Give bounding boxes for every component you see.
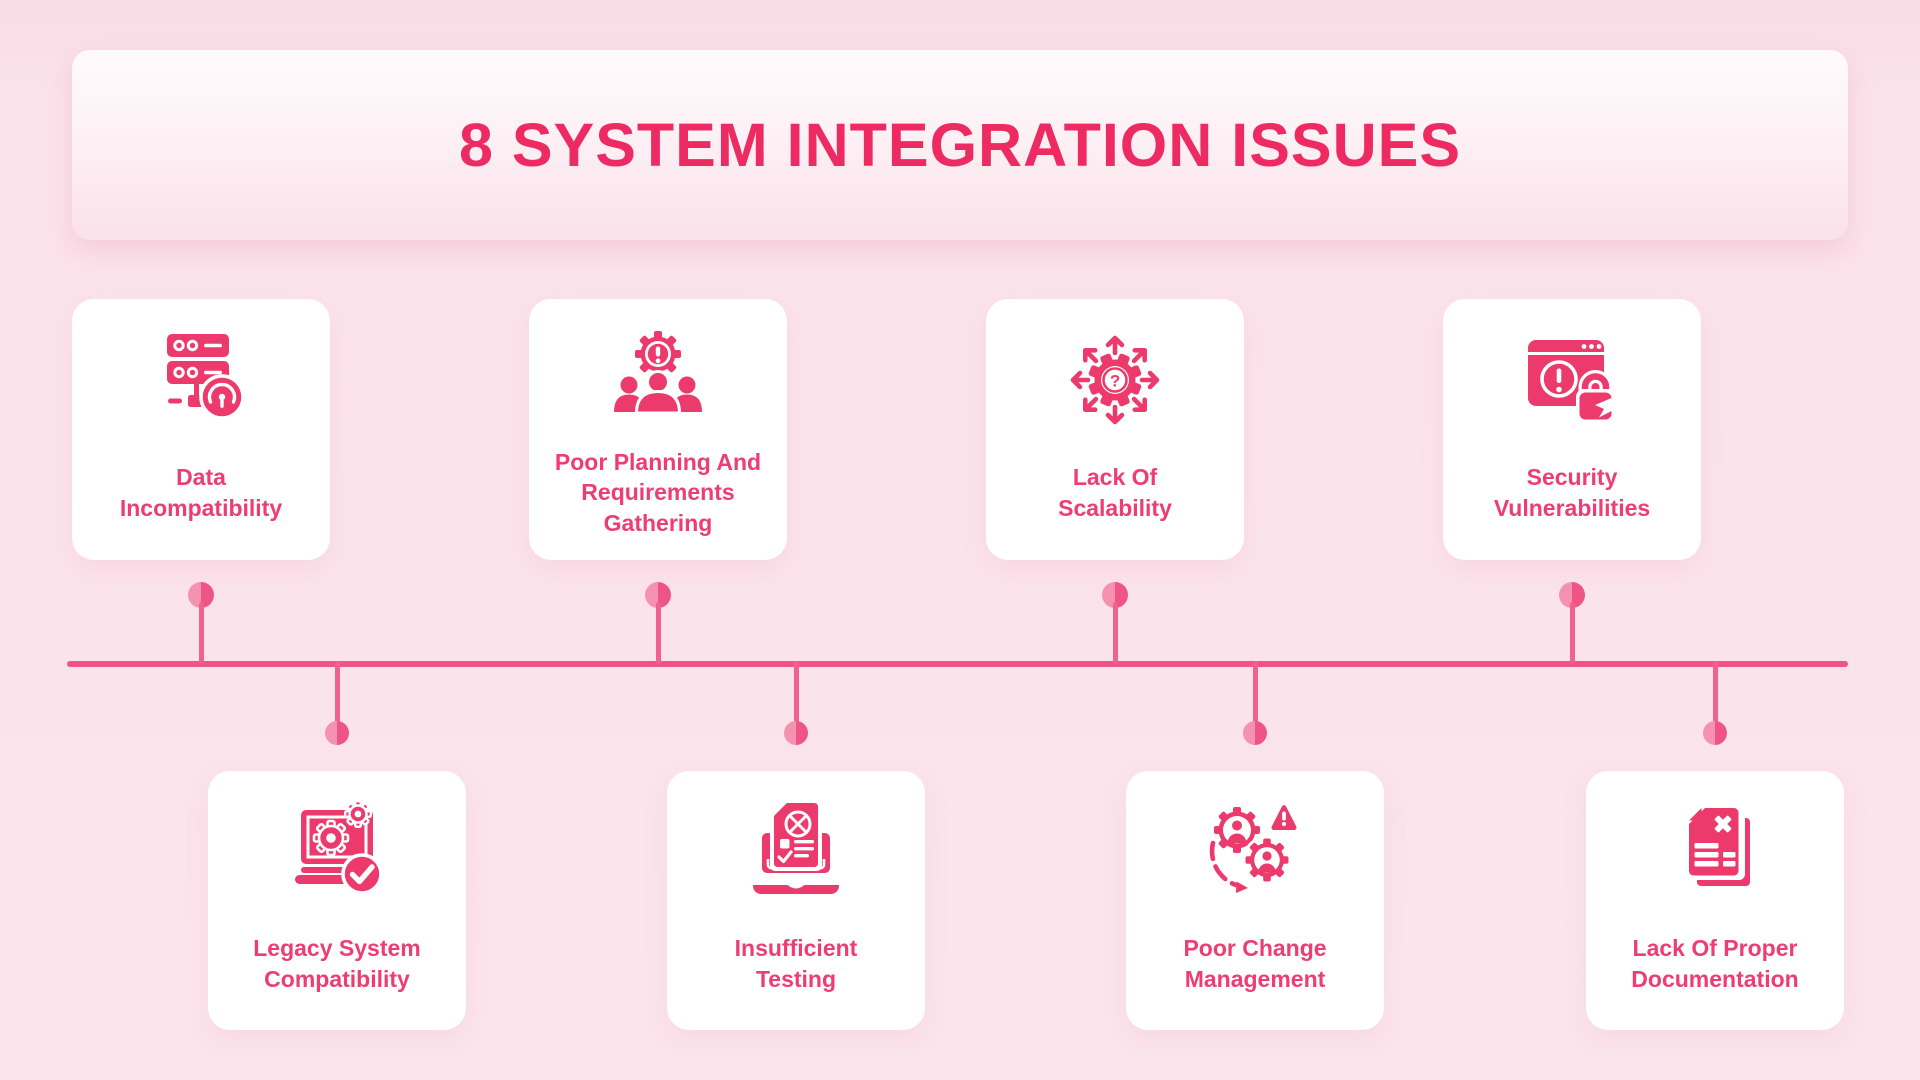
timeline-connector-bottom-1 xyxy=(325,661,349,745)
card-data-incompatibility: Data Incompatibility xyxy=(72,299,330,560)
card-label: Lack Of Proper Documentation xyxy=(1631,934,1799,992)
timeline-dot xyxy=(1703,721,1727,745)
user-gears-warning-icon xyxy=(1200,797,1310,907)
card-label: Lack Of Scalability xyxy=(1058,463,1172,521)
timeline-line xyxy=(67,661,1848,667)
card-label: Poor Change Management xyxy=(1183,934,1327,992)
timeline-connector-top-3 xyxy=(1102,582,1128,664)
browser-alert-broken-lock-icon xyxy=(1517,325,1627,435)
card-lack-of-documentation: Lack Of Proper Documentation xyxy=(1586,771,1844,1030)
card-label: Insufficient Testing xyxy=(734,934,858,992)
laptop-gears-check-icon xyxy=(282,797,392,907)
timeline-dot xyxy=(784,721,808,745)
laptop-test-report-icon xyxy=(741,797,851,907)
documents-missing-icon xyxy=(1660,797,1770,907)
gear-question-expand-icon: ? xyxy=(1060,325,1170,435)
card-poor-planning: Poor Planning And Requirements Gathering xyxy=(529,299,787,560)
card-label: Security Vulnerabilities xyxy=(1493,463,1651,521)
card-label: Legacy System Compatibility xyxy=(253,934,421,992)
card-poor-change-management: Poor Change Management xyxy=(1126,771,1384,1030)
timeline-connector-top-1 xyxy=(188,582,214,664)
timeline-connector-top-4 xyxy=(1559,582,1585,664)
timeline-stem xyxy=(1112,602,1118,664)
timeline-stem xyxy=(198,602,204,664)
server-performance-icon xyxy=(146,325,256,435)
page-title: 8 SYSTEM INTEGRATION ISSUES xyxy=(458,111,1462,179)
card-lack-of-scalability: ? Lack Of Scalability xyxy=(986,299,1244,560)
card-label: Data Incompatibility xyxy=(119,463,283,521)
card-security-vulnerabilities: Security Vulnerabilities xyxy=(1443,299,1701,560)
timeline-connector-top-2 xyxy=(645,582,671,664)
card-insufficient-testing: Insufficient Testing xyxy=(667,771,925,1030)
svg-text:?: ? xyxy=(1110,372,1120,391)
team-gear-alert-icon xyxy=(603,325,713,435)
timeline-connector-bottom-2 xyxy=(784,661,808,745)
timeline-stem xyxy=(793,661,799,723)
card-legacy-system-compatibility: Legacy System Compatibility xyxy=(208,771,466,1030)
timeline-connector-bottom-4 xyxy=(1703,661,1727,745)
timeline-dot xyxy=(1243,721,1267,745)
timeline-connector-bottom-3 xyxy=(1243,661,1267,745)
timeline-stem xyxy=(1712,661,1718,723)
header-banner: 8 SYSTEM INTEGRATION ISSUES xyxy=(72,50,1848,240)
timeline-stem xyxy=(334,661,340,723)
timeline-dot xyxy=(325,721,349,745)
timeline-stem xyxy=(655,602,661,664)
timeline-stem xyxy=(1569,602,1575,664)
card-label: Poor Planning And Requirements Gathering xyxy=(554,448,762,536)
timeline-stem xyxy=(1252,661,1258,723)
